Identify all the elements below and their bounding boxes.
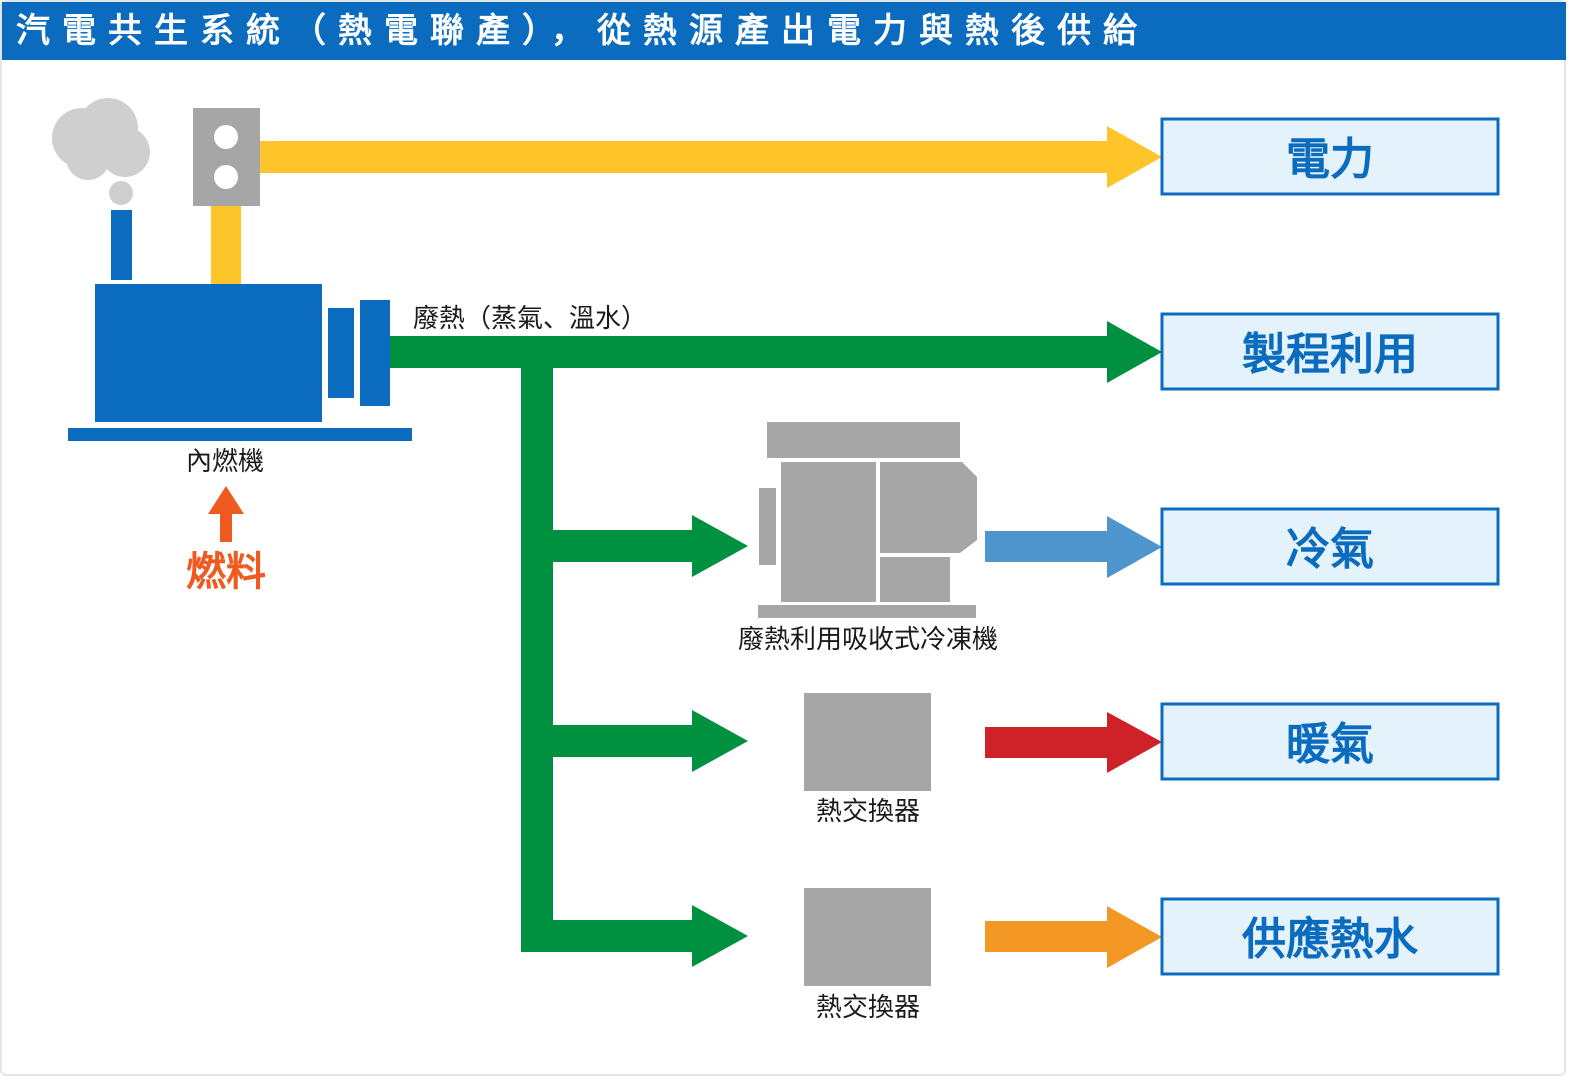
hot-water-arrow [985,906,1162,968]
heat-exchanger-2-label: 熱交換器 [816,993,920,1023]
output-process-use: 製程利用 [1160,312,1500,391]
steam-cloud-icon [52,98,150,205]
heat-exchanger-2-icon [804,888,931,986]
output-heating: 暖氣 [1160,702,1500,781]
heat-exchanger-1-label: 熱交換器 [816,797,920,827]
output-cooling-label: 冷氣 [1286,524,1374,575]
engine-label: 內燃機 [186,447,264,477]
engine-icon [68,284,412,441]
output-hot-water: 供應熱水 [1160,897,1500,976]
cooling-arrow [985,516,1162,578]
page-title: 汽電共生系統（熱電聯產），從熱源產出電力與熱後供給 [2,2,1566,60]
output-process-use-label: 製程利用 [1242,329,1418,380]
heat-exchanger-1-icon [804,693,931,791]
fuel-arrow [208,486,244,542]
waste-heat-label: 廢熱（蒸氣、溫水） [413,304,647,334]
output-electricity-label: 電力 [1286,134,1374,185]
waste-heat-pipe [390,321,1162,967]
output-heating-label: 暖氣 [1286,719,1374,770]
generator-icon [193,108,260,206]
electricity-arrow [260,126,1162,188]
heating-arrow [985,712,1162,773]
absorption-chiller-label: 廢熱利用吸收式冷凍機 [738,625,998,655]
fuel-label: 燃料 [186,549,266,595]
output-cooling: 冷氣 [1160,507,1500,586]
chimney [111,210,132,280]
output-hot-water-label: 供應熱水 [1242,914,1419,965]
absorption-chiller-icon [758,422,977,618]
output-electricity: 電力 [1160,117,1500,196]
generator-shaft [211,206,241,284]
